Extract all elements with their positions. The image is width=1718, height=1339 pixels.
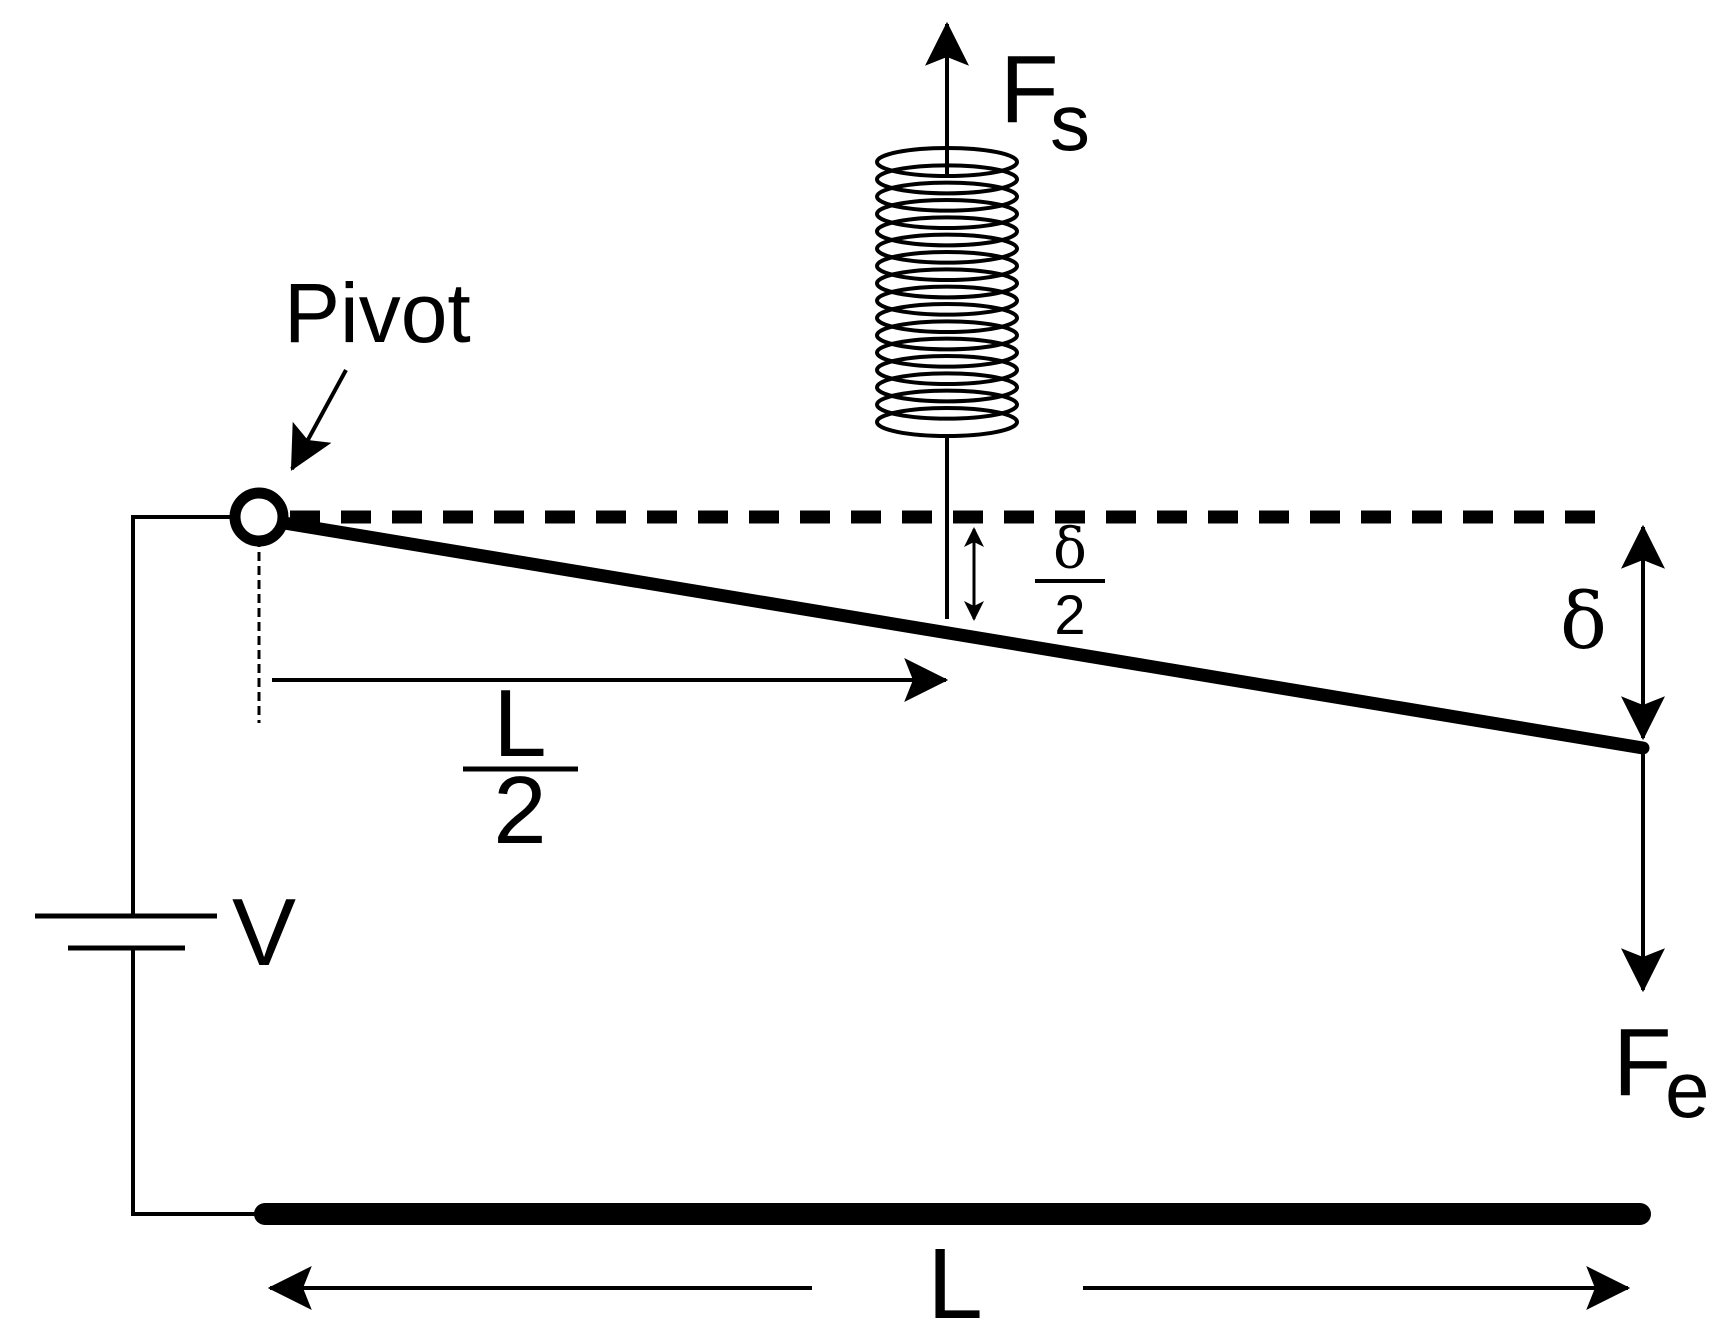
- spring-coil-loop: [875, 198, 1019, 230]
- pivot-pointer-arrow: [290, 369, 348, 471]
- spring-coil-loop: [875, 180, 1019, 213]
- svg-text:L: L: [493, 670, 546, 777]
- spring-coil-loop: [875, 406, 1019, 438]
- spring-coil-loop: [875, 319, 1019, 352]
- svg-text:e: e: [1665, 1045, 1710, 1134]
- spring-coil-loop: [875, 215, 1019, 248]
- svg-text:F: F: [1000, 36, 1059, 143]
- half-length-label: L 2: [463, 670, 578, 864]
- circuit-wire: [131, 515, 262, 1216]
- half-delta-label: δ 2: [1035, 517, 1105, 646]
- deflected-beam: [253, 512, 1650, 755]
- spring-coil-loop: [875, 267, 1019, 300]
- pivot-label: Pivot: [284, 266, 471, 360]
- svg-text:s: s: [1050, 78, 1090, 167]
- spring-coil: [875, 146, 1019, 438]
- spring-coil-loop: [875, 302, 1019, 334]
- svg-text:2: 2: [1054, 583, 1085, 646]
- spring-coil-loop: [875, 336, 1019, 369]
- svg-text:δ: δ: [1053, 517, 1087, 582]
- length-label: L: [927, 1228, 983, 1339]
- voltage-label: V: [232, 879, 296, 986]
- spring-coil-loop: [875, 354, 1019, 386]
- svg-text:2: 2: [493, 757, 546, 864]
- spring-force-label: F s: [1000, 36, 1090, 167]
- pivot-joint: [229, 487, 289, 547]
- spring-coil-loop: [875, 232, 1019, 265]
- spring-coil-loop: [875, 284, 1019, 317]
- battery-symbol: [35, 913, 217, 951]
- delta-label: δ: [1560, 577, 1607, 667]
- svg-text:F: F: [1613, 1009, 1672, 1116]
- spring-coil-loop: [875, 250, 1019, 282]
- spring-coil-loop: [875, 371, 1019, 404]
- spring-coil-loop: [875, 388, 1019, 421]
- electric-force-label: F e: [1613, 1009, 1710, 1134]
